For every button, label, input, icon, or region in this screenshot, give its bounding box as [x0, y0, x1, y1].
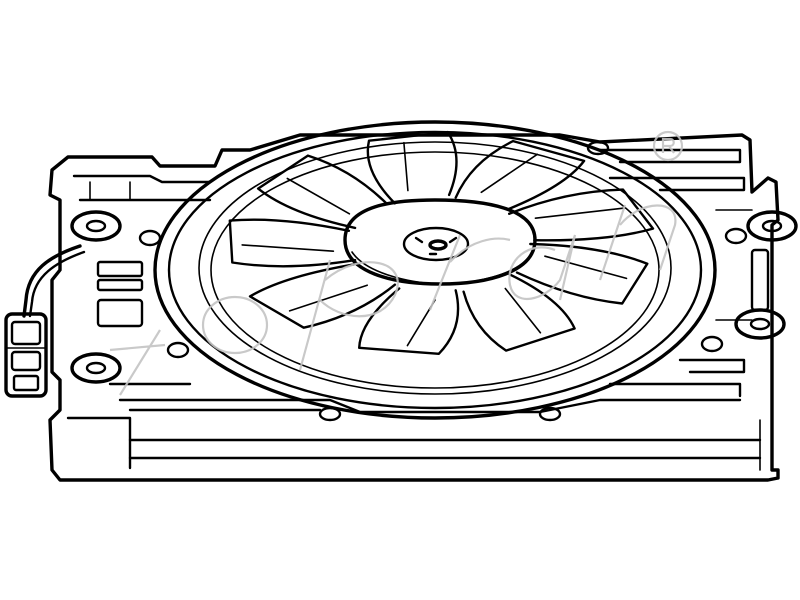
fan-blade: [248, 263, 397, 329]
fan-blade: [515, 242, 649, 305]
fan-blade-edge: [480, 153, 539, 194]
fan-blade-edge: [241, 244, 335, 252]
fan-blade: [366, 130, 458, 205]
fan-blade: [228, 218, 357, 268]
fan-blade: [454, 139, 586, 211]
wiring-harness: [22, 244, 86, 318]
fan-blade-edge: [504, 287, 542, 334]
electrical-connector: [4, 312, 48, 398]
brand-watermark: [109, 130, 684, 396]
mount-boss-bottom-left: [70, 352, 122, 384]
fan-blade-edge: [544, 255, 628, 280]
mount-boss-bottom-right: [734, 308, 786, 340]
fan-blade-edge: [286, 177, 351, 215]
fan-blade: [462, 273, 576, 352]
mount-boss-top-right: [746, 210, 798, 242]
fan-blade-edge: [288, 284, 368, 312]
fan-blade: [508, 188, 655, 242]
fan-shroud-frame: [48, 133, 780, 482]
mount-boss-top-left: [70, 210, 122, 242]
fan-hub: [343, 198, 537, 286]
mounting-bosses: [70, 140, 798, 422]
fan-ring: [153, 120, 717, 420]
fan-blade-edge: [403, 141, 409, 192]
fan-blade-edge: [534, 207, 627, 219]
fan-blade: [256, 154, 388, 230]
fan-blade: [358, 287, 460, 355]
fan-blades: [228, 130, 655, 355]
